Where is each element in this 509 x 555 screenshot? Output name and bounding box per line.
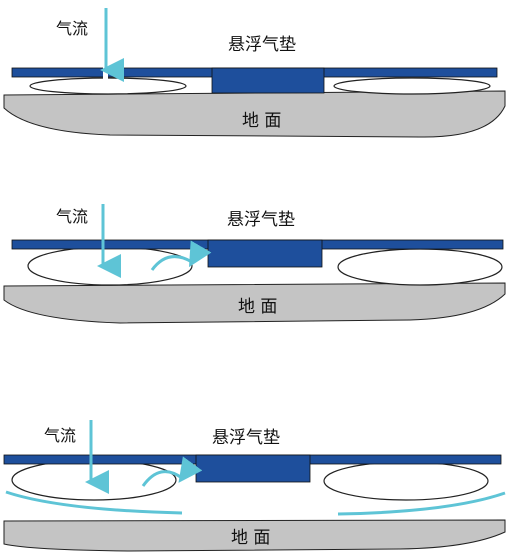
ground-shape (3, 519, 506, 552)
hover-plate-center-block (207, 239, 323, 268)
cushion-label: 悬浮气垫 (212, 428, 280, 448)
ground-shape (3, 90, 506, 138)
air-cushion-ellipse-left (27, 246, 193, 286)
curved-flow-arrow-icon (150, 240, 212, 271)
panel-2: 气流 悬浮气垫 地 面 (3, 204, 506, 324)
escaping-airflow-right (337, 491, 506, 516)
hover-plate-center-block (211, 67, 325, 94)
airflow-label: 气流 (56, 207, 88, 226)
airflow-label: 气流 (56, 19, 88, 38)
cushion-label: 悬浮气垫 (227, 210, 295, 230)
air-cushion-ellipse-left (11, 459, 177, 501)
ground-label: 地 面 (242, 111, 281, 131)
panel-1: 气流 悬浮气垫 地 面 (3, 8, 506, 138)
ground-shape (3, 282, 506, 324)
ground-label: 地 面 (231, 528, 270, 548)
air-cushion-ellipse-right (337, 248, 503, 286)
ground-label: 地 面 (238, 297, 277, 317)
curved-flow-arrow-icon (141, 456, 203, 487)
escaping-airflow-left (5, 490, 183, 515)
air-cushion-ellipse-right (323, 461, 489, 501)
air-cushion-ellipse-right (333, 77, 491, 95)
air-cushion-ellipse-left (29, 77, 187, 95)
cushion-label: 悬浮气垫 (228, 35, 296, 55)
airflow-label: 气流 (44, 426, 76, 445)
panel-3: 气流 悬浮气垫 地 面 (3, 420, 506, 552)
hover-plate-center-block (195, 454, 311, 483)
